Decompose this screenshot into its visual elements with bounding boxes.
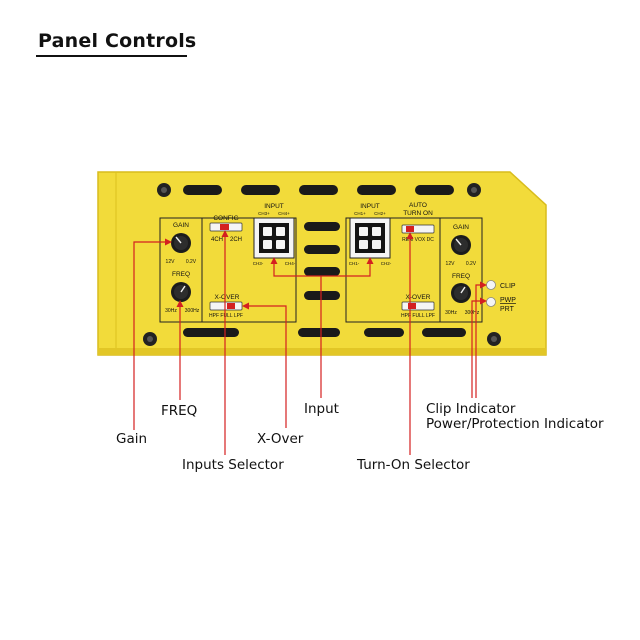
right-gain-label: GAIN [453, 224, 469, 231]
left-gain-knob[interactable] [171, 233, 191, 253]
callout-freq: FREQ [161, 403, 198, 419]
bottom-slot [422, 328, 466, 337]
right-freq-min-label: 30Hz [445, 310, 457, 316]
config-4ch-label: 4CH [211, 237, 223, 243]
callout-clip-indicator: Clip Indicator [426, 401, 516, 417]
input-bracket [273, 260, 371, 277]
callout-gain: Gain [116, 431, 148, 447]
screw [157, 183, 171, 197]
top-slot [415, 185, 454, 195]
right-xover-switch[interactable] [401, 301, 435, 311]
center-slot [304, 291, 340, 300]
left-section-outline [159, 217, 297, 323]
pwp-led [486, 297, 496, 307]
left-xover-options: HPF FULL LPF [209, 313, 243, 319]
freq-arrowhead [176, 300, 184, 307]
callout-inputs-selector: Inputs Selector [182, 457, 284, 473]
xover-arrowhead [242, 302, 249, 310]
ch3-plus-label: CH3+ [258, 211, 270, 216]
ch2-minus-label: CH2- [381, 261, 392, 266]
bottom-slots [183, 328, 466, 337]
top-slots [183, 185, 454, 195]
pwp-arrowhead [480, 297, 487, 305]
right-xover-label: X-OVER [406, 294, 431, 301]
bottom-slot [364, 328, 404, 337]
turn-on-arrowhead [406, 232, 414, 239]
right-gain-max-label: 0.2V [466, 261, 477, 267]
center-slot [304, 245, 340, 254]
gain-leader [133, 241, 169, 430]
right-freq-knob[interactable] [451, 283, 471, 303]
ch4-plus-label: CH4+ [278, 211, 290, 216]
input-arrowhead-left [270, 257, 278, 264]
pwp-label: PWP [500, 297, 516, 304]
right-input-label: INPUT [360, 203, 380, 210]
left-gain-max-label: 0.2V [186, 259, 197, 265]
ch4-minus-label: CH4- [285, 261, 296, 266]
prt-label: PRT [500, 306, 515, 313]
right-xover-options: HPF FULL LPF [401, 313, 435, 319]
turn-on-label: TURN ON [403, 210, 433, 217]
left-xover-switch[interactable] [209, 301, 243, 311]
ch1-plus-label: CH1+ [354, 211, 366, 216]
left-gain-min-label: 12V [166, 259, 176, 265]
config-switch[interactable] [209, 222, 243, 232]
bottom-slot [183, 328, 239, 337]
top-slot [183, 185, 222, 195]
left-freq-knob[interactable] [171, 282, 191, 302]
title-underline [36, 55, 187, 57]
screw [143, 332, 157, 346]
left-freq-label: FREQ [172, 271, 190, 278]
center-slots [304, 222, 340, 300]
screws [143, 183, 501, 346]
turn-on-switch[interactable] [401, 224, 435, 234]
right-input-connector[interactable] [349, 217, 391, 259]
top-slot [241, 185, 280, 195]
ch1-minus-label: CH1- [349, 261, 360, 266]
panel-bottom-lip [98, 348, 546, 355]
xover-leader [246, 305, 287, 428]
page-title: Panel Controls [38, 30, 197, 52]
clip-arrowhead [480, 281, 487, 289]
callout-turn-on-selector: Turn-On Selector [357, 457, 470, 473]
left-freq-max-label: 300Hz [185, 308, 200, 314]
inputs-selector-arrowhead [221, 230, 229, 237]
right-gain-min-label: 12V [446, 261, 456, 267]
left-xover-label: X-OVER [215, 294, 240, 301]
left-input-connector[interactable] [253, 217, 295, 259]
left-freq-min-label: 30Hz [165, 308, 177, 314]
clip-label: CLIP [500, 283, 516, 290]
callout-power-protection: Power/Protection Indicator [426, 416, 604, 432]
input-arrowhead-right [366, 257, 374, 264]
ch2-plus-label: CH2+ [374, 211, 386, 216]
left-gain-label: GAIN [173, 222, 189, 229]
bottom-slot [298, 328, 340, 337]
right-section-outline [345, 217, 483, 323]
gain-arrowhead [165, 238, 172, 246]
right-gain-knob[interactable] [451, 235, 471, 255]
top-slot [357, 185, 396, 195]
screw [467, 183, 481, 197]
left-input-label: INPUT [264, 203, 284, 210]
right-freq-label: FREQ [452, 273, 470, 280]
turn-on-options: REM VOX DC [402, 237, 434, 243]
config-label: CONFIG [213, 215, 238, 222]
top-slot [299, 185, 338, 195]
clip-led [486, 280, 496, 290]
ch3-minus-label: CH3- [253, 261, 264, 266]
auto-label: AUTO [409, 202, 427, 209]
center-slot [304, 267, 340, 276]
callout-x-over: X-Over [257, 431, 304, 447]
leader-lines [133, 230, 487, 455]
center-slot [304, 222, 340, 231]
callout-input: Input [304, 401, 339, 417]
config-2ch-label: 2CH [230, 237, 242, 243]
screw [487, 332, 501, 346]
